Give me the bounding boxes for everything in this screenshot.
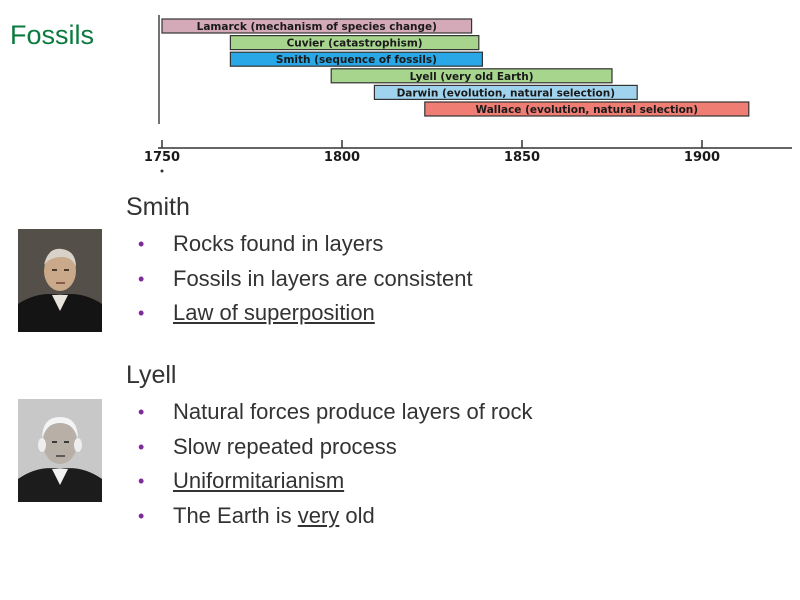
portrait-smith bbox=[18, 229, 102, 332]
timeline-tick-label: 1900 bbox=[684, 150, 720, 165]
scientist-timeline: Lamarck (mechanism of species change) Cuv… bbox=[144, 12, 795, 190]
timeline-tick-label: 1850 bbox=[504, 150, 540, 165]
timeline-bar bbox=[161, 18, 473, 34]
timeline-dot bbox=[160, 169, 164, 173]
bullet-dot: • bbox=[138, 436, 145, 457]
bullet-dot: • bbox=[138, 234, 145, 254]
portrait-lyell-image bbox=[18, 399, 102, 502]
bullet-dot: • bbox=[138, 303, 145, 324]
list-item: • Slow repeated process bbox=[138, 430, 533, 465]
timeline-bar bbox=[424, 101, 750, 117]
section-heading-smith: Smith bbox=[126, 193, 190, 221]
smith-bullet-list: • Rocks found in layers • Fossils in layer… bbox=[138, 227, 473, 331]
timeline-bar-label: Lamarck (mechanism of species change) bbox=[197, 21, 437, 33]
timeline-bar-label: Wallace (evolution, natural selection) bbox=[476, 104, 699, 116]
bullet-text: Rocks found in layers bbox=[173, 231, 384, 256]
list-item: • Law of superposition bbox=[138, 296, 473, 331]
bullet-text-pre: The Earth is bbox=[173, 503, 298, 529]
list-item: • The Earth is very old bbox=[138, 499, 533, 534]
section-heading-lyell: Lyell bbox=[126, 361, 177, 389]
bullet-dot: • bbox=[138, 268, 145, 289]
timeline-tick-label: 1750 bbox=[144, 150, 180, 165]
bullet-text: Natural forces produce layers of rock bbox=[173, 399, 533, 424]
bullet-text: Uniformitarianism bbox=[173, 468, 345, 494]
bullet-text-post: old bbox=[339, 503, 375, 529]
list-item: • Fossils in layers are consistent bbox=[138, 262, 473, 297]
list-item: • Uniformitarianism bbox=[138, 464, 533, 499]
list-item: • Natural forces produce layers of rock bbox=[138, 395, 533, 430]
bullet-text: Fossils in layers are consistent bbox=[173, 265, 473, 291]
timeline-bar bbox=[330, 68, 613, 84]
bullet-text: Law of superposition bbox=[173, 300, 375, 326]
timeline-bar-label: Darwin (evolution, natural selection) bbox=[397, 87, 615, 99]
list-item: • Rocks found in layers bbox=[138, 227, 473, 262]
portrait-smith-image bbox=[18, 229, 102, 332]
timeline-bar-label: Cuvier (catastrophism) bbox=[287, 38, 423, 50]
timeline-bar bbox=[373, 84, 638, 101]
timeline-bar bbox=[229, 51, 484, 67]
timeline-tick-label: 1800 bbox=[324, 150, 360, 165]
bullet-dot: • bbox=[138, 471, 145, 492]
bullet-dot: • bbox=[138, 506, 145, 527]
bullet-text-underlined: very bbox=[297, 503, 340, 529]
timeline-bar bbox=[229, 35, 480, 51]
timeline-bar-label: Lyell (very old Earth) bbox=[410, 71, 534, 83]
bullet-dot: • bbox=[138, 402, 145, 422]
slide-title: Fossils bbox=[10, 20, 95, 50]
portrait-lyell bbox=[18, 399, 102, 502]
bullet-text: Slow repeated process bbox=[173, 433, 397, 459]
timeline-svg: Lamarck (mechanism of species change) Cuv… bbox=[144, 15, 792, 173]
timeline-bar-label: Smith (sequence of fossils) bbox=[276, 54, 437, 66]
lyell-bullet-list: • Natural forces produce layers of rock •… bbox=[138, 395, 533, 534]
